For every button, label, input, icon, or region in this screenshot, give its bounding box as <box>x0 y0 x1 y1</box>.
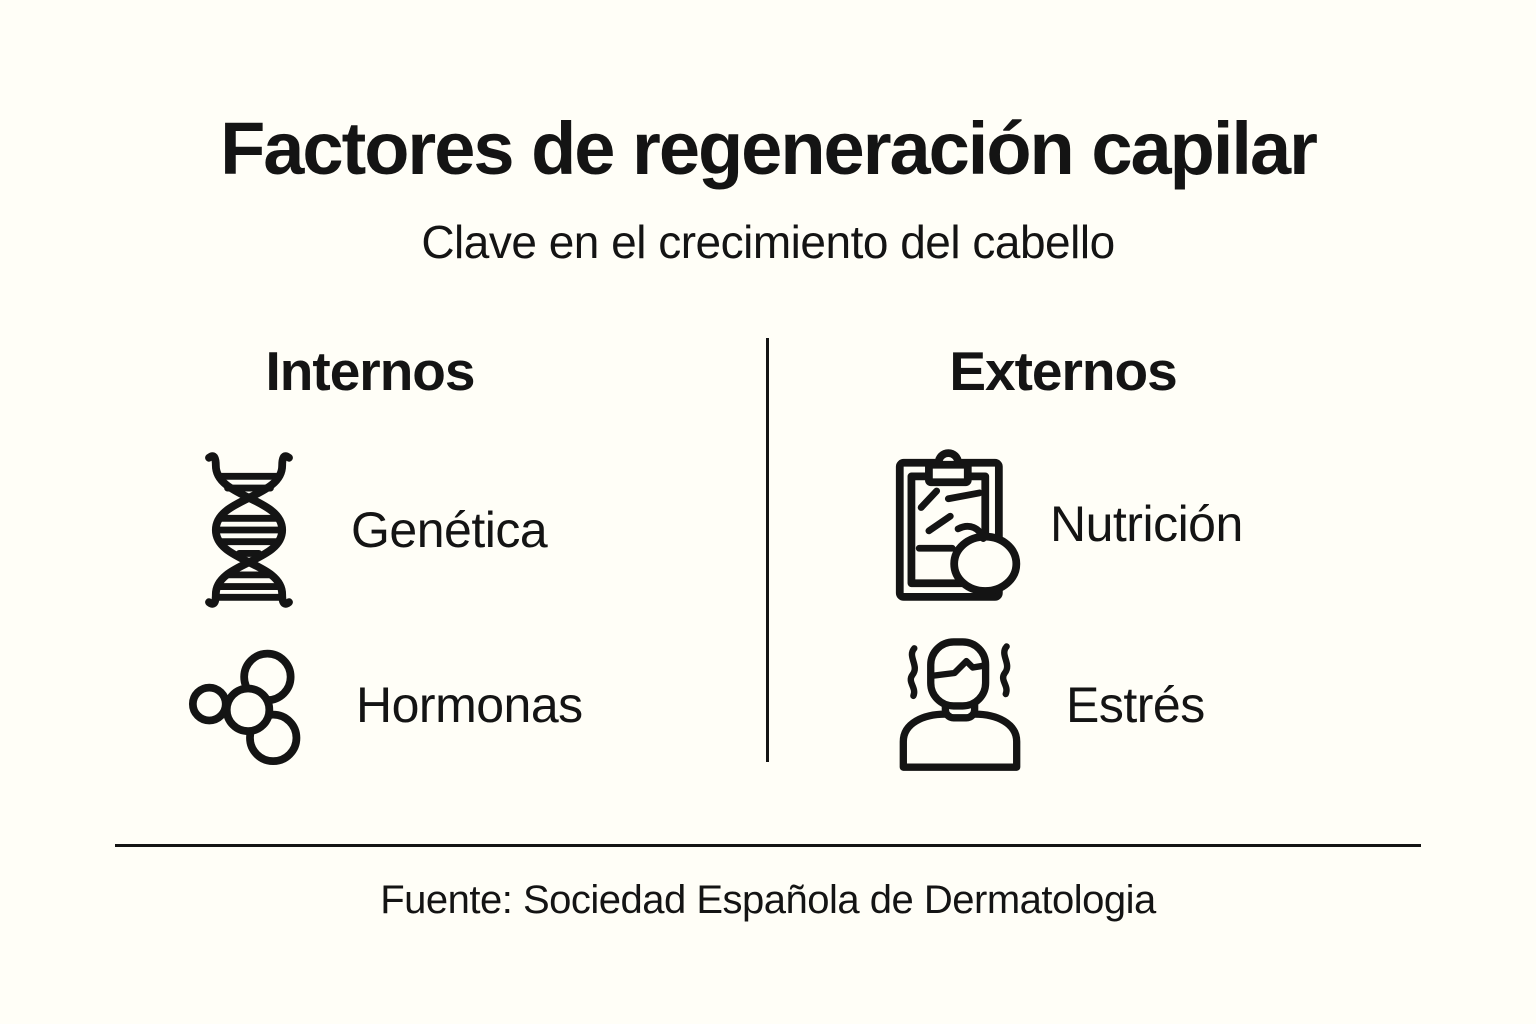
factor-row-genetica: Genética <box>205 448 548 612</box>
hormone-molecule-icon <box>188 649 301 766</box>
nutrition-clipboard-apple-icon <box>895 449 1021 601</box>
footer-divider <box>115 844 1421 847</box>
column-heading-internos: Internos <box>265 340 476 402</box>
factor-label-genetica: Genética <box>351 502 548 558</box>
factor-label-nutricion: Nutrición <box>1050 496 1243 552</box>
source-attribution: Fuente: Sociedad Española de Dermatologi… <box>380 878 1156 922</box>
factor-row-estres: Estrés <box>896 634 1205 776</box>
factor-label-hormonas: Hormonas <box>356 677 583 733</box>
factor-row-nutricion: Nutrición <box>892 443 1243 605</box>
page-subtitle: Clave en el crecimiento del cabello <box>421 216 1115 268</box>
column-divider <box>766 338 769 762</box>
factor-row-hormonas: Hormonas <box>188 642 583 768</box>
column-heading-externos: Externos <box>949 340 1177 402</box>
factor-label-estres: Estrés <box>1066 677 1205 733</box>
stressed-person-icon <box>899 638 1021 771</box>
dna-icon <box>205 452 293 608</box>
page-title: Factores de regeneración capilar <box>220 107 1318 190</box>
